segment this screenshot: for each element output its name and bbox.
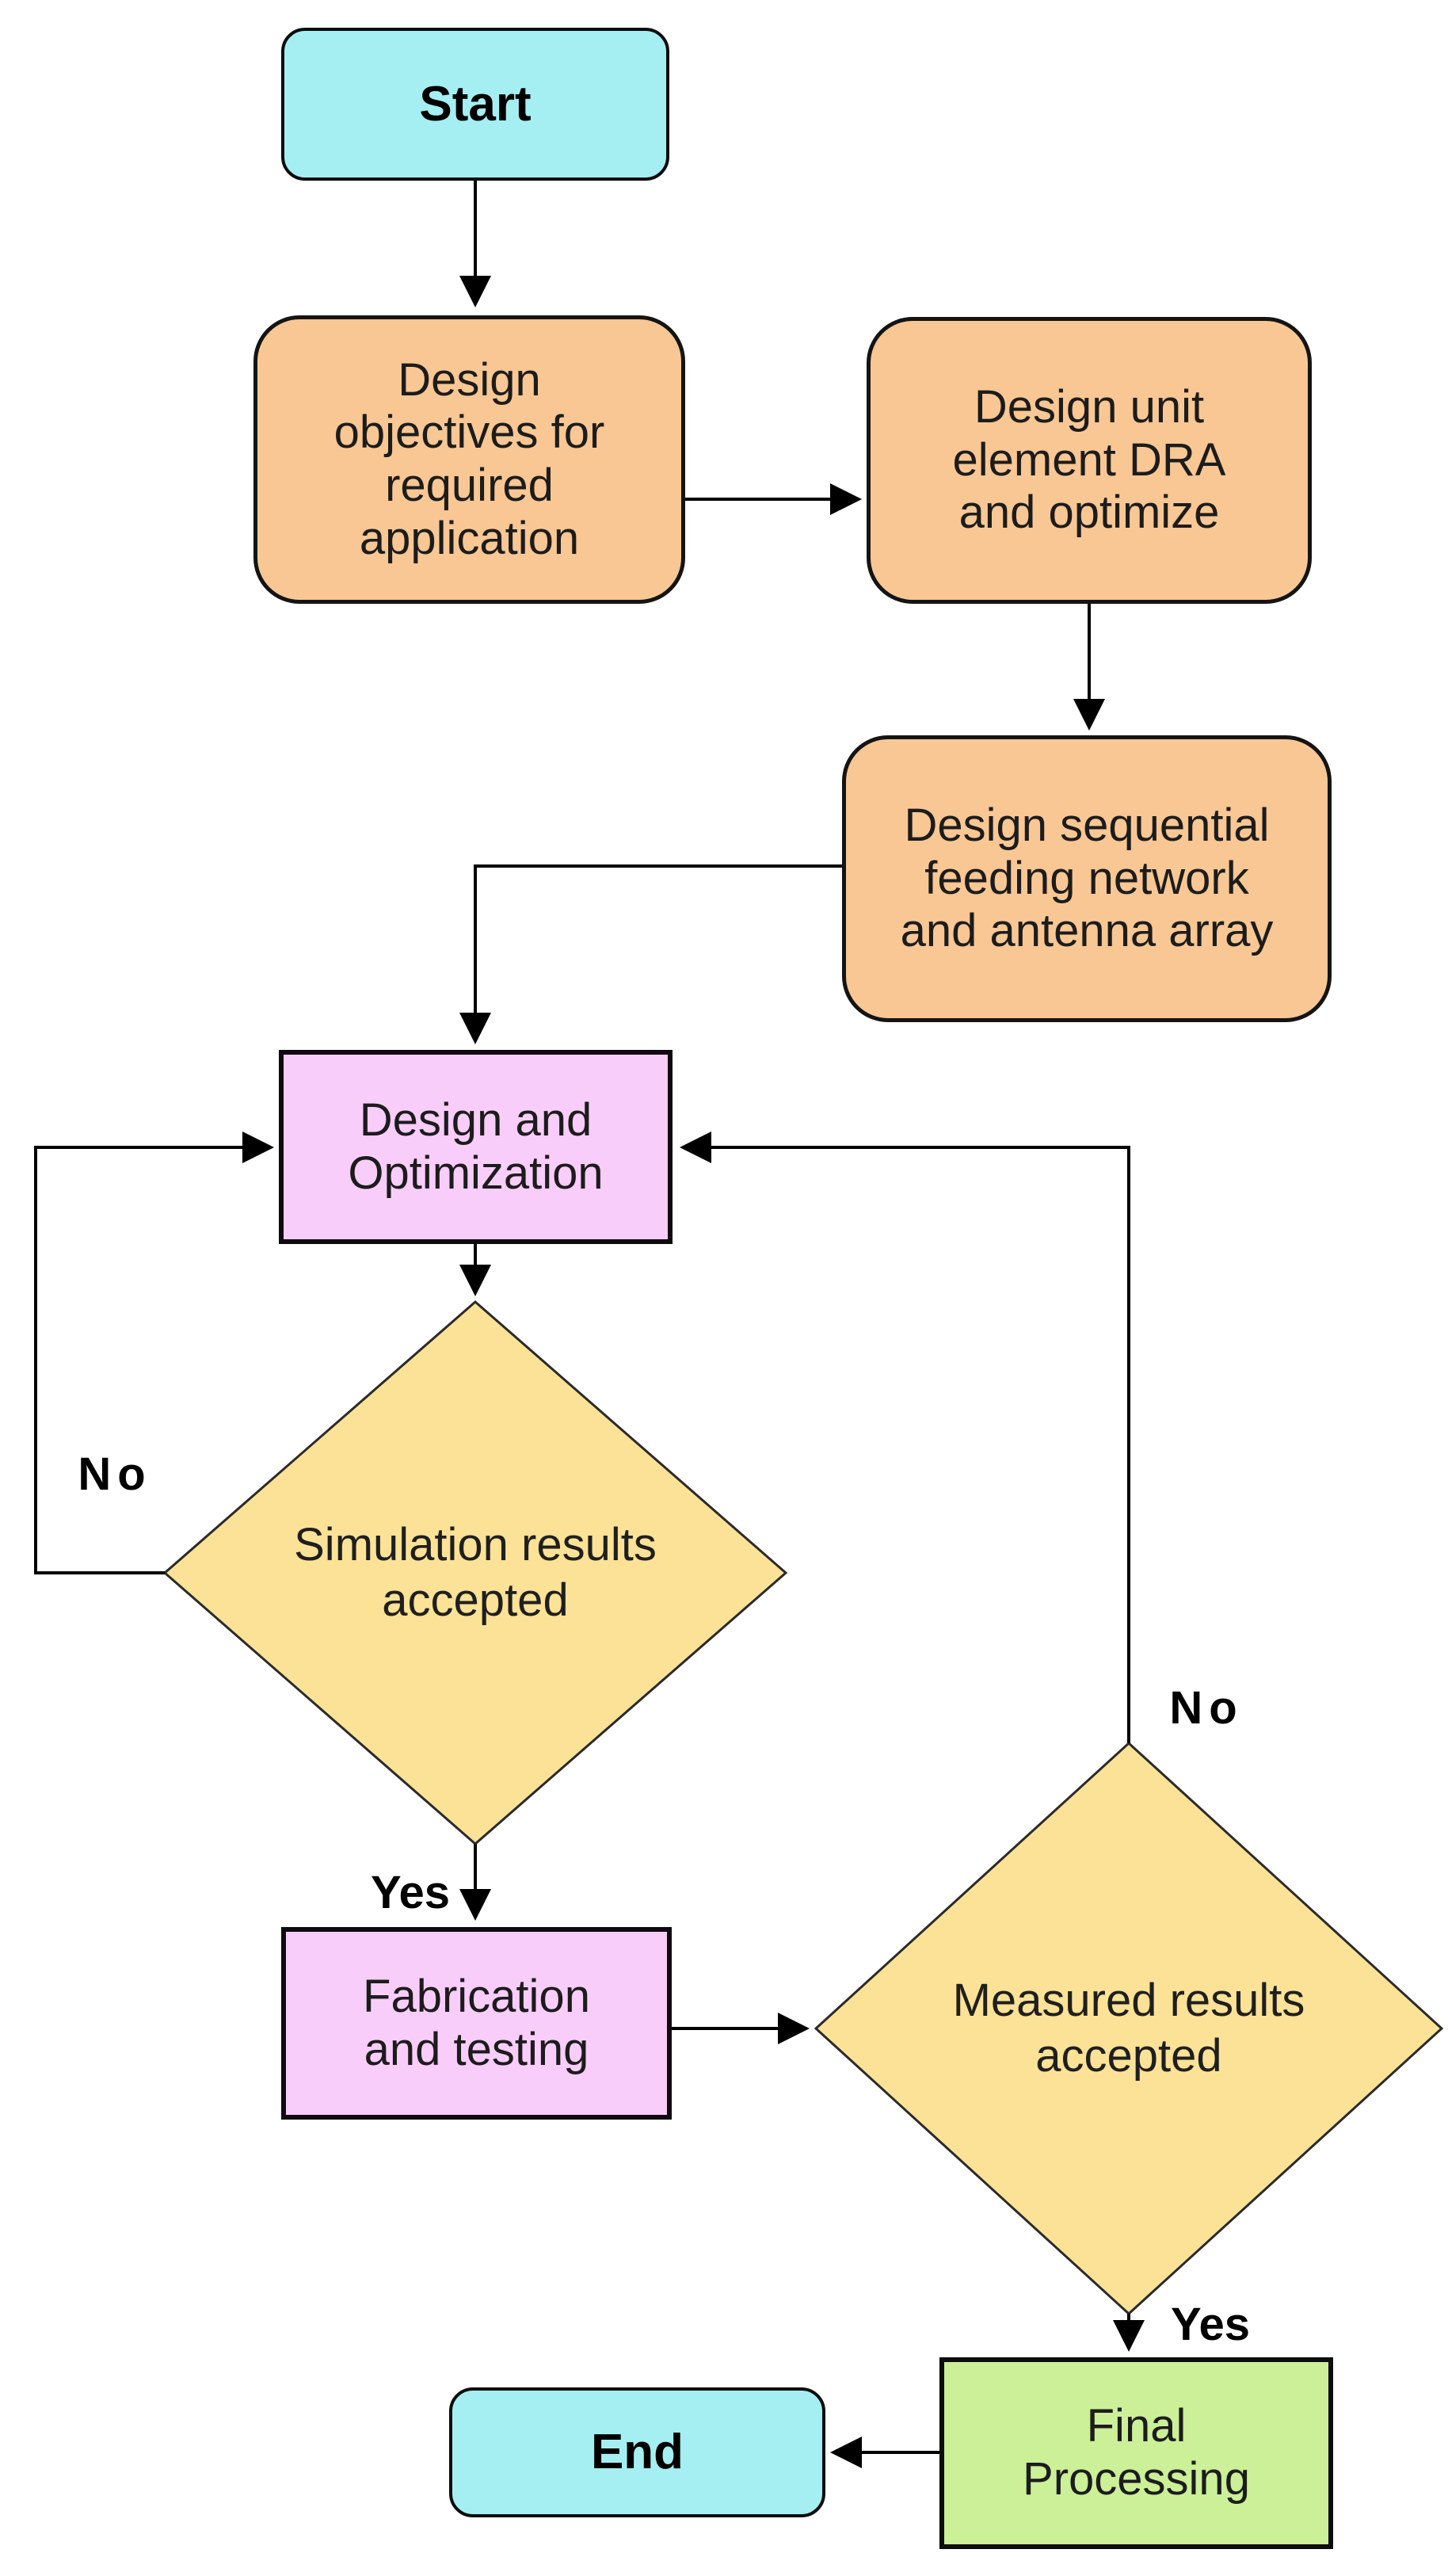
node-design-unit-element: Design unit element DRA and optimize: [867, 317, 1312, 604]
node-start: Start: [281, 28, 669, 181]
node-final-processing: Final Processing: [939, 2357, 1333, 2549]
label-measured-no: No: [1169, 1681, 1244, 1734]
decision-simulation-results-label: Simulation results accepted: [294, 1519, 657, 1626]
decision-measured-results-label: Measured results accepted: [952, 1975, 1305, 2082]
edge-simulation-no-loop: [34, 1132, 274, 1574]
node-design-feeding-network: Design sequential feeding network and an…: [842, 735, 1332, 1022]
node-design-objectives: Design objectives for required applicati…: [253, 315, 685, 604]
label-measured-yes: Yes: [1171, 2298, 1250, 2350]
edge-feeding-network-to-design-optimization: [459, 864, 842, 1044]
node-fabrication-and-testing: Fabrication and testing: [281, 1927, 672, 2120]
node-design-and-optimization: Design and Optimization: [279, 1050, 673, 1244]
node-end: End: [449, 2387, 825, 2517]
label-simulation-no: No: [78, 1448, 152, 1500]
edge-measured-no-loop: [680, 1132, 1130, 1743]
label-simulation-yes: Yes: [371, 1866, 450, 1918]
